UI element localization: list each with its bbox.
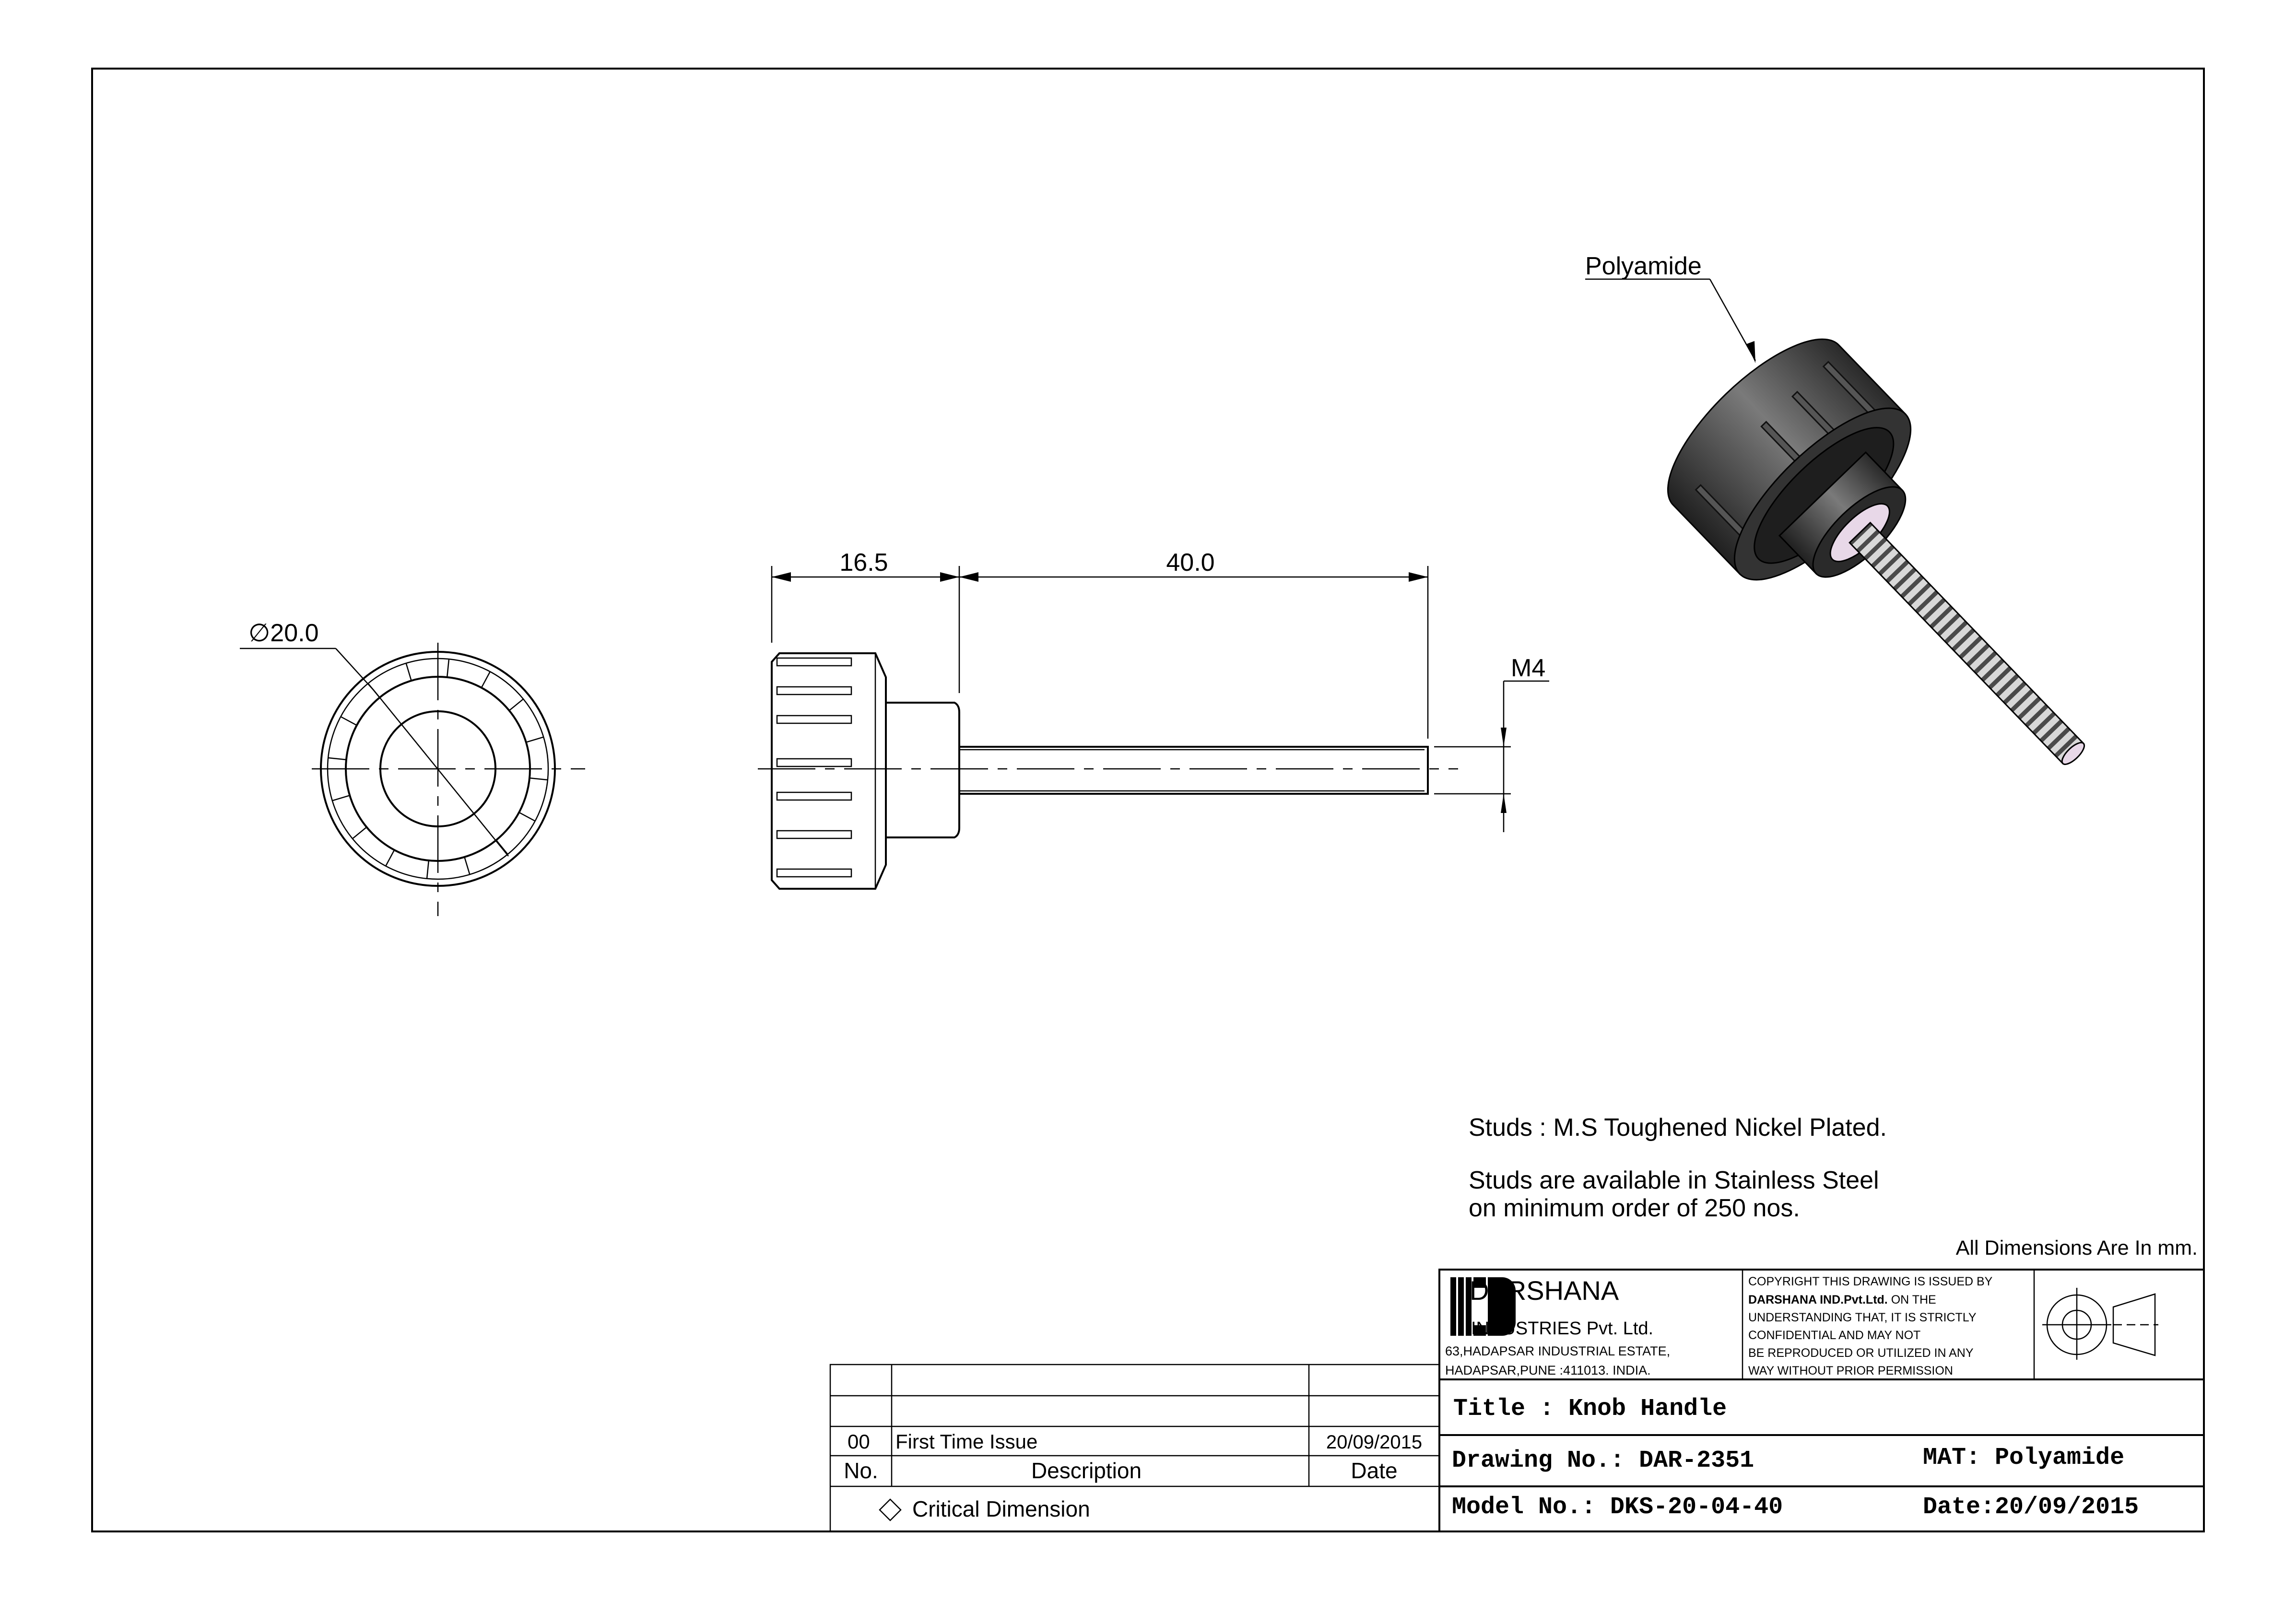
material: MAT: Polyamide [1923,1444,2124,1472]
knurl-rib [464,857,471,875]
copyright-line-6: WAY WITHOUT PRIOR PERMISSION [1748,1364,1953,1377]
critical-dimension-legend: Critical Dimension [912,1496,1090,1521]
company-subtitle: INDUSTRIES Pvt. Ltd. [1471,1318,1653,1339]
copyright-line-3: UNDERSTANDING THAT, IT IS STRICTLY [1748,1311,1977,1324]
material-callout: Polyamide [1585,252,1702,280]
knurl-rib [385,849,395,867]
front-view: ∅20.0 [240,619,585,916]
copyright-line-1: COPYRIGHT THIS DRAWING IS ISSUED BY [1748,1275,1993,1288]
company-name: DARSHANA [1470,1275,1619,1306]
knurl-rib [529,777,548,781]
knurl-rib [332,795,350,801]
revision-description: First Time Issue [895,1430,1037,1453]
title-block: DARSHANA INDUSTRIES Pvt. Ltd. 63,HADAPSA… [1438,1269,2205,1532]
drawing-title: Title : Knob Handle [1453,1395,1727,1423]
drawing-date: Date:20/09/2015 [1923,1494,2139,1521]
knurl-rib [405,663,412,681]
thread-dimension: M4 [1511,654,1545,682]
knurl-rib [518,812,536,822]
knurl-rib [340,716,357,726]
knurl-rib [352,826,367,839]
side-view: 16.5 40.0 M4 [758,549,1549,890]
knurl-rib [526,736,544,743]
knurl-rib [776,657,852,667]
header-description: Description [1031,1458,1142,1483]
knurl-rib [776,715,852,724]
header-date: Date [1351,1458,1397,1483]
revision-date: 20/09/2015 [1326,1432,1422,1453]
shaft-length-dimension: 40.0 [1166,549,1214,577]
model-number: Model No.: DKS-20-04-40 [1452,1494,1783,1521]
copyright-line-4: CONFIDENTIAL AND MAY NOT [1748,1329,1920,1342]
note-min-order: on minimum order of 250 nos. [1469,1194,1800,1222]
units-note: All Dimensions Are In mm. [1956,1236,2198,1260]
knurl-rib [481,671,491,688]
copyright-line-2: DARSHANA IND.Pvt.Ltd. ON THE [1748,1293,1936,1307]
knurl-rib [328,757,347,761]
knurl-rib [776,791,852,801]
company-address-2: HADAPSAR,PUNE :411013. INDIA. [1445,1363,1651,1377]
note-stainless: Studs are available in Stainless Steel [1469,1166,1879,1194]
drawing-number: Drawing No.: DAR-2351 [1452,1447,1754,1474]
revision-table: 00 First Time Issue 20/09/2015 No. Descr… [829,1364,1440,1532]
company-logo [1450,1277,1516,1336]
knurl-rib [776,868,852,878]
company-address-1: 63,HADAPSAR INDUSTRIAL ESTATE, [1445,1344,1670,1358]
header-no: No. [844,1458,878,1483]
knurl-rib [776,758,852,767]
note-studs-material: Studs : M.S Toughened Nickel Plated. [1469,1114,1887,1142]
knurl-rib [776,830,852,839]
isometric-view: Polyamide [1585,252,2085,765]
knurl-rib [446,659,450,678]
diameter-dimension: ∅20.0 [248,619,319,647]
revision-no: 00 [848,1430,870,1453]
knurl-rib [776,686,852,695]
knurl-rib [495,839,508,855]
copyright-line-5: BE REPRODUCED OR UTILIZED IN ANY [1748,1346,1974,1360]
projection-symbol [2042,1288,2158,1360]
knob-length-dimension: 16.5 [839,549,888,577]
knurl-rib [426,860,430,879]
diamond-icon [879,1498,902,1521]
knurl-rib [508,698,524,711]
